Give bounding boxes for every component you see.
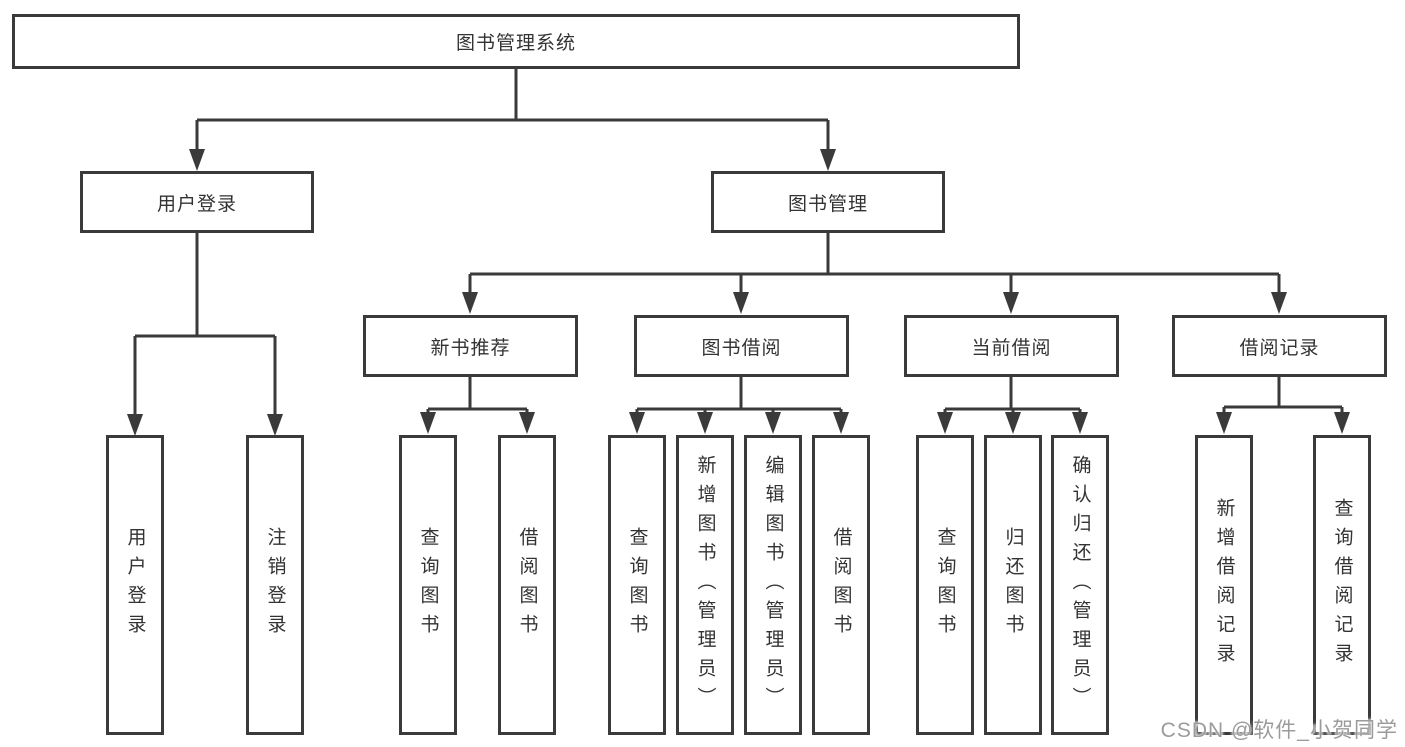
- connector-borrow-records-to-leaves: [1216, 377, 1350, 434]
- leaf-add-borrow-record-label: 新增借阅记录: [1213, 498, 1235, 672]
- connector-root-to-level2: [189, 68, 836, 171]
- node-book-management: 图书管理: [711, 171, 945, 233]
- leaf-user-login: 用户登录: [106, 435, 164, 735]
- leaf-query-books-1-label: 查询图书: [417, 527, 439, 643]
- leaf-edit-books-admin: 编辑图书（管理员）: [744, 435, 802, 735]
- node-new-book-recommendation: 新书推荐: [363, 315, 578, 377]
- leaf-borrow-books-1-label: 借阅图书: [516, 527, 538, 643]
- leaf-borrow-books-2-label: 借阅图书: [830, 527, 852, 643]
- connector-new-book-to-leaves: [420, 377, 535, 434]
- leaf-borrow-books-2: 借阅图书: [812, 435, 870, 735]
- leaf-query-books-2-label: 查询图书: [626, 527, 648, 643]
- leaf-logout-login-label: 注销登录: [264, 527, 286, 643]
- leaf-add-borrow-record: 新增借阅记录: [1195, 435, 1253, 735]
- leaf-return-books-label: 归还图书: [1002, 527, 1024, 643]
- leaf-return-books: 归还图书: [984, 435, 1042, 735]
- node-borrow-records: 借阅记录: [1172, 315, 1387, 377]
- leaf-query-books-3: 查询图书: [916, 435, 974, 735]
- leaf-user-login-label: 用户登录: [124, 527, 146, 643]
- node-user-login-label: 用户登录: [156, 193, 237, 215]
- node-current-borrowing: 当前借阅: [904, 315, 1119, 377]
- node-root: 图书管理系统: [12, 14, 1020, 69]
- leaf-confirm-return-admin: 确认归还（管理员）: [1051, 435, 1109, 735]
- leaf-edit-books-admin-label: 编辑图书（管理员）: [762, 454, 784, 716]
- leaf-logout-login: 注销登录: [246, 435, 304, 735]
- leaf-query-books-2: 查询图书: [608, 435, 666, 735]
- node-root-label: 图书管理系统: [455, 33, 576, 54]
- leaf-query-books-3-label: 查询图书: [934, 527, 956, 643]
- leaf-add-books-admin: 新增图书（管理员）: [676, 435, 734, 735]
- node-book-borrowing-label: 图书借阅: [701, 337, 782, 359]
- node-book-borrowing: 图书借阅: [634, 315, 849, 377]
- connector-book-management-to-level3: [462, 233, 1287, 314]
- node-user-login: 用户登录: [80, 171, 314, 233]
- node-book-management-label: 图书管理: [787, 193, 868, 215]
- connector-current-borrowing-to-leaves: [937, 377, 1088, 434]
- connector-user-login-to-leaves: [127, 233, 283, 436]
- node-borrow-records-label: 借阅记录: [1239, 337, 1320, 359]
- node-new-book-recommendation-label: 新书推荐: [430, 337, 511, 359]
- leaf-confirm-return-admin-label: 确认归还（管理员）: [1069, 454, 1091, 716]
- leaf-add-books-admin-label: 新增图书（管理员）: [694, 454, 716, 716]
- leaf-borrow-books-1: 借阅图书: [498, 435, 556, 735]
- node-current-borrowing-label: 当前借阅: [971, 337, 1052, 359]
- leaf-query-borrow-record: 查询借阅记录: [1313, 435, 1371, 735]
- watermark: CSDN @软件_小贺同学: [1160, 719, 1398, 742]
- leaf-query-borrow-record-label: 查询借阅记录: [1331, 498, 1353, 672]
- leaf-query-books-1: 查询图书: [399, 435, 457, 735]
- connector-book-borrowing-to-leaves: [629, 377, 849, 434]
